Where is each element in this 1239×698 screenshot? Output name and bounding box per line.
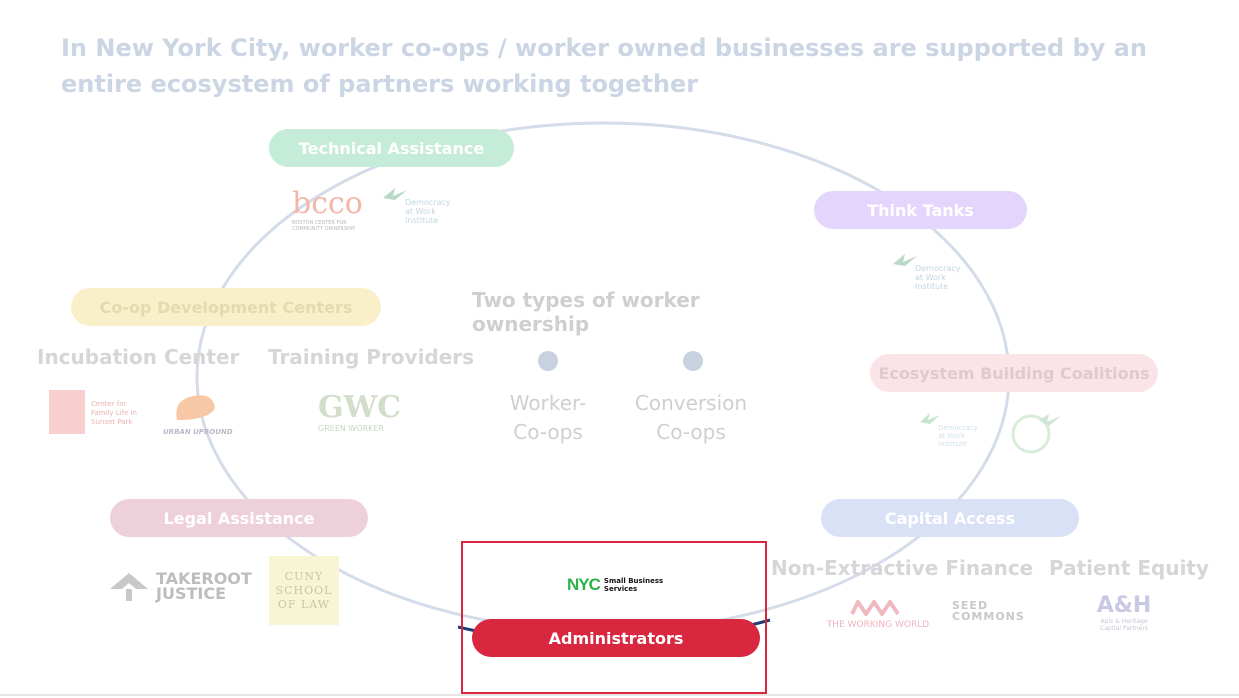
bird-icon bbox=[383, 188, 407, 200]
coop-dev-centers-pill: Co-op Development Centers bbox=[71, 288, 381, 326]
family-life-logo: Center for Family Life in Sunset Park bbox=[49, 390, 149, 434]
family-life-icon bbox=[49, 390, 85, 434]
footer-divider bbox=[0, 694, 1239, 696]
ecosystem-coalitions-pill: Ecosystem Building Coalitions bbox=[870, 354, 1158, 392]
legal-assistance-pill: Legal Assistance bbox=[110, 499, 368, 537]
worker-ownership-heading: Two types of worker ownership bbox=[472, 288, 700, 336]
administrators-pill: Administrators bbox=[472, 619, 760, 657]
think-tanks-pill: Think Tanks bbox=[814, 191, 1027, 229]
page-title: In New York City, worker co-ops / worker… bbox=[61, 34, 1147, 98]
seed-commons-logo: SEED COMMONS bbox=[952, 599, 1025, 623]
worker-coops-label: Worker- Co-ops bbox=[509, 391, 587, 444]
dawi-logo-think-tank: Democracy at Work Institute bbox=[891, 250, 963, 291]
bird-icon bbox=[893, 254, 917, 266]
bcco-logo: bcco BOSTON CENTER FOR COMMUNITY OWNERSH… bbox=[292, 186, 363, 233]
conversion-coops-label: Conversion Co-ops bbox=[634, 391, 748, 444]
dawi-logo-technical: Democracy at Work Institute bbox=[381, 184, 451, 225]
gwc-logo: GWC GREEN WORKER bbox=[318, 390, 402, 434]
cuny-law-logo: CUNY SCHOOL OF LAW bbox=[269, 556, 339, 625]
takeroot-icon bbox=[110, 573, 148, 601]
non-extractive-finance-heading: Non-Extractive Finance bbox=[771, 556, 1034, 580]
patient-equity-heading: Patient Equity bbox=[1049, 556, 1210, 580]
technical-assistance-pill: Technical Assistance bbox=[269, 129, 514, 167]
bird-icon bbox=[920, 413, 940, 424]
dawi-logo-coalition: Democracy at Work Institute bbox=[918, 410, 988, 448]
coalition-logo-2 bbox=[1009, 410, 1129, 460]
takeroot-logo: TAKEROOT JUSTICE bbox=[106, 571, 256, 603]
urban-upbound-logo: URBAN UPBOUND bbox=[163, 390, 233, 436]
conversion-coops-dot bbox=[683, 351, 703, 371]
capital-access-pill: Capital Access bbox=[821, 499, 1079, 537]
working-world-logo: THE WORKING WORLD bbox=[822, 598, 934, 630]
training-providers-heading: Training Providers bbox=[268, 345, 475, 369]
administrators-highlight bbox=[461, 541, 767, 694]
hand-icon bbox=[176, 395, 215, 420]
incubation-center-heading: Incubation Center bbox=[37, 345, 240, 369]
worker-coops-dot bbox=[538, 351, 558, 371]
leaf-circle-icon bbox=[1011, 414, 1061, 454]
ah-logo: A&H Apis & Heritage Capital Partners bbox=[1096, 593, 1152, 633]
working-world-icon bbox=[850, 598, 900, 618]
nyc-sbs-logo: NYC Small Business Services bbox=[567, 575, 664, 594]
